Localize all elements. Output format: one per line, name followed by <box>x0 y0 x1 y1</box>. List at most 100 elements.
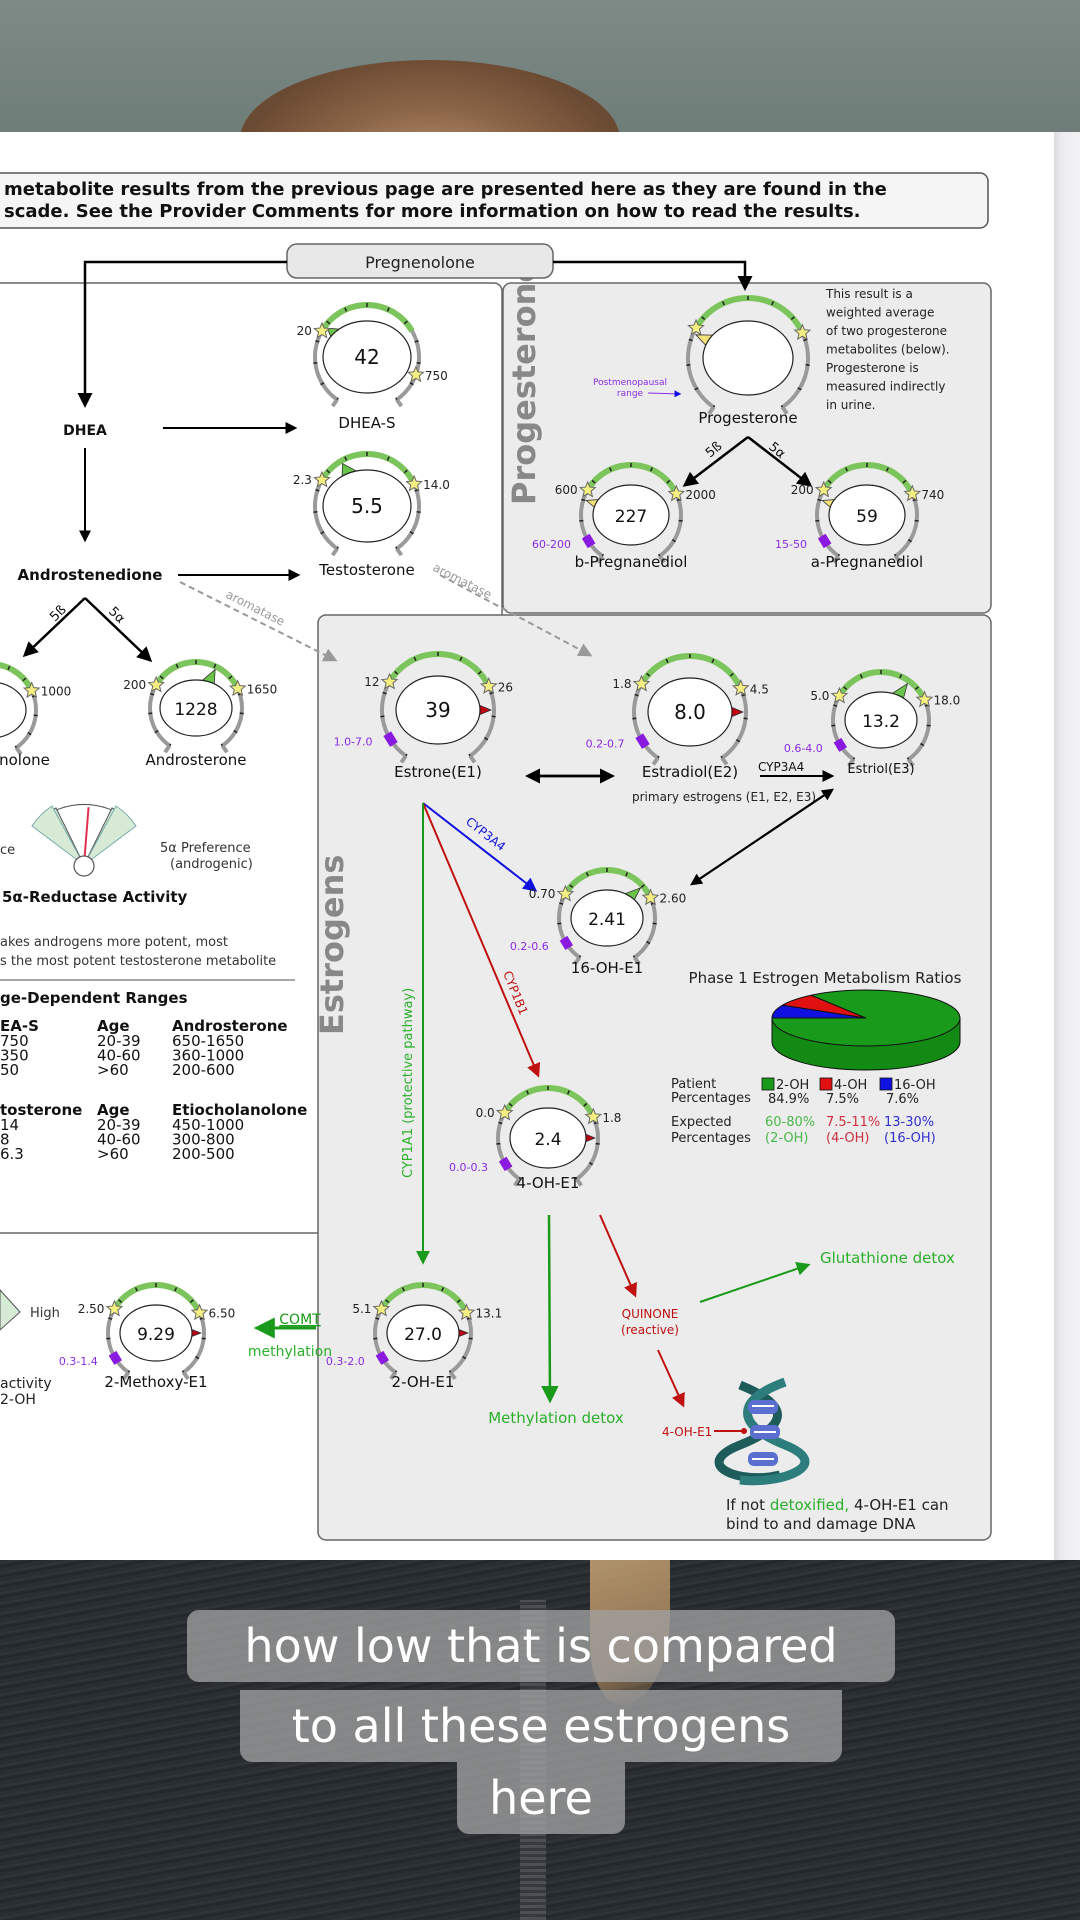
intro-line-2: scade. See the Provider Comments for mor… <box>4 201 861 222</box>
progesterone-note-line: metabolites (below). <box>826 343 950 357</box>
gauge-end-cap <box>906 758 915 768</box>
legend-patient-value: 7.5% <box>826 1092 859 1107</box>
gauge-end-cap <box>181 1371 190 1381</box>
gauge-tick <box>859 674 863 679</box>
age-table-cell: 20-39 <box>97 1032 141 1050</box>
reference-star-icon <box>228 679 247 697</box>
gauge-end-cap <box>468 754 477 764</box>
page-scrollbar[interactable] <box>1054 132 1080 1560</box>
gauge-name: 2-OH-E1 <box>392 1373 455 1391</box>
postmenopausal-range-value: 0.3-1.4 <box>59 1355 98 1368</box>
gauge-tick <box>559 902 564 905</box>
arrow-cyp1b1-4oh <box>422 802 541 1078</box>
dna-note-line-2: bind to and damage DNA <box>726 1515 916 1533</box>
gauge-value-circle <box>570 889 644 947</box>
gauge-tick <box>159 675 164 680</box>
reference-star-icon <box>641 888 660 906</box>
gauge-low-ref: 5.1 <box>352 1302 371 1316</box>
postmenopausal-range-value: 0.6-4.0 <box>784 742 823 755</box>
reference-star-icon <box>915 690 934 708</box>
gauge-tick <box>459 656 463 662</box>
age-table-cell: 650-1650 <box>172 1032 244 1050</box>
gauge-value-circle <box>119 1304 193 1362</box>
reference-star-icon <box>190 1303 209 1321</box>
gauge-tick <box>735 739 741 743</box>
arrow-5a-androsterone <box>84 597 153 663</box>
primary-estrogens-label: primary estrogens (E1, E2, E3) <box>632 790 816 804</box>
legend-swatch <box>761 1077 775 1091</box>
gauge-value: 8.0 <box>674 700 706 724</box>
gauge-tick <box>320 381 325 386</box>
reference-star-icon <box>556 884 575 902</box>
gauge-tick <box>665 658 669 664</box>
age-table-cell: 6.3 <box>0 1145 24 1163</box>
gauge-tick <box>585 872 589 877</box>
gauge-high-ref: 1650 <box>247 683 278 697</box>
quinone-label: QUINONE <box>622 1307 679 1321</box>
postmenopausal-range-bar <box>635 733 650 749</box>
arrow-quinone-glutathione <box>699 1262 811 1303</box>
dhea-label: DHEA <box>63 423 107 439</box>
gauge-value: 227 <box>615 507 647 527</box>
reference-star-icon <box>495 1103 514 1121</box>
age-table-header: tosterone <box>0 1101 82 1119</box>
gauge-high-ref: 2000 <box>685 488 716 502</box>
caption-line-2: to all these estrogens <box>240 1690 842 1762</box>
age-table-cell: 300-800 <box>172 1131 235 1149</box>
reference-star-icon <box>407 365 425 383</box>
gauge-tick <box>843 686 848 690</box>
gauge-value-circle <box>322 320 412 394</box>
arrow-pregnenolone-progesterone <box>553 260 753 291</box>
quinone-sub-label: (reactive) <box>621 1323 679 1337</box>
gauge-tick <box>320 530 325 535</box>
gauge-low-ref: 600 <box>555 483 578 497</box>
gauge-end-cap <box>780 406 789 415</box>
gauge-tick <box>326 469 331 474</box>
gauge-value-circle <box>322 469 412 543</box>
intro-box <box>0 172 989 229</box>
gauge-tick <box>885 467 889 472</box>
reference-star-icon <box>457 1303 476 1321</box>
legend-category: 2-OH <box>776 1078 809 1093</box>
reductase-title: 5α-Reductase Activity <box>2 888 188 906</box>
gauge-tick <box>375 1317 380 1320</box>
gauge-end-cap <box>847 758 856 768</box>
gauge-tick <box>701 316 706 321</box>
postmenopausal-range-value: 0.2-0.6 <box>510 940 549 953</box>
expected-value: 7.5-11% <box>826 1115 880 1130</box>
age-table-header: Etiocholanolone <box>172 1101 307 1119</box>
age-table-header: EA-S <box>0 1017 39 1035</box>
gauge-tick <box>694 387 699 391</box>
methylation-detox-label: Methylation detox <box>488 1409 624 1427</box>
reference-star-icon <box>903 484 922 502</box>
gauge-end-cap <box>596 554 604 564</box>
age-table-cell: 350 <box>0 1047 29 1065</box>
gauge-low-ref: 20 <box>297 324 312 338</box>
cyp1a1-label: CYP1A1 (protective pathway) <box>401 988 416 1178</box>
gauge-tick <box>920 742 925 747</box>
methylation-fan-gauge <box>0 1289 21 1331</box>
postmenopausal-label-2: range <box>617 389 644 399</box>
gauge-end-cap <box>330 398 339 408</box>
gauge-tick <box>134 1287 138 1292</box>
reference-star-icon <box>405 474 423 492</box>
gauge-tick <box>409 530 414 535</box>
reference-star-icon <box>830 686 849 704</box>
gauge-tick <box>22 677 27 682</box>
expected-label-1: Expected <box>671 1115 732 1130</box>
gauge-tick <box>711 658 715 664</box>
reductase-left-label: ce <box>0 843 15 858</box>
gauge-tick <box>149 692 155 696</box>
gauge-tick <box>833 704 838 707</box>
gauge-tick <box>228 675 233 680</box>
gauge-end-cap <box>389 1371 398 1381</box>
gauge-end-cap <box>707 406 716 415</box>
expected-value: 60-80% <box>765 1115 815 1130</box>
age-ranges-title: ge-Dependent Ranges <box>0 989 188 1007</box>
gauge-low-ref: 0.70 <box>529 887 556 901</box>
postmenopausal-range-value: 0.2-0.7 <box>586 738 625 751</box>
gauge-name: Estradiol(E2) <box>642 763 738 781</box>
